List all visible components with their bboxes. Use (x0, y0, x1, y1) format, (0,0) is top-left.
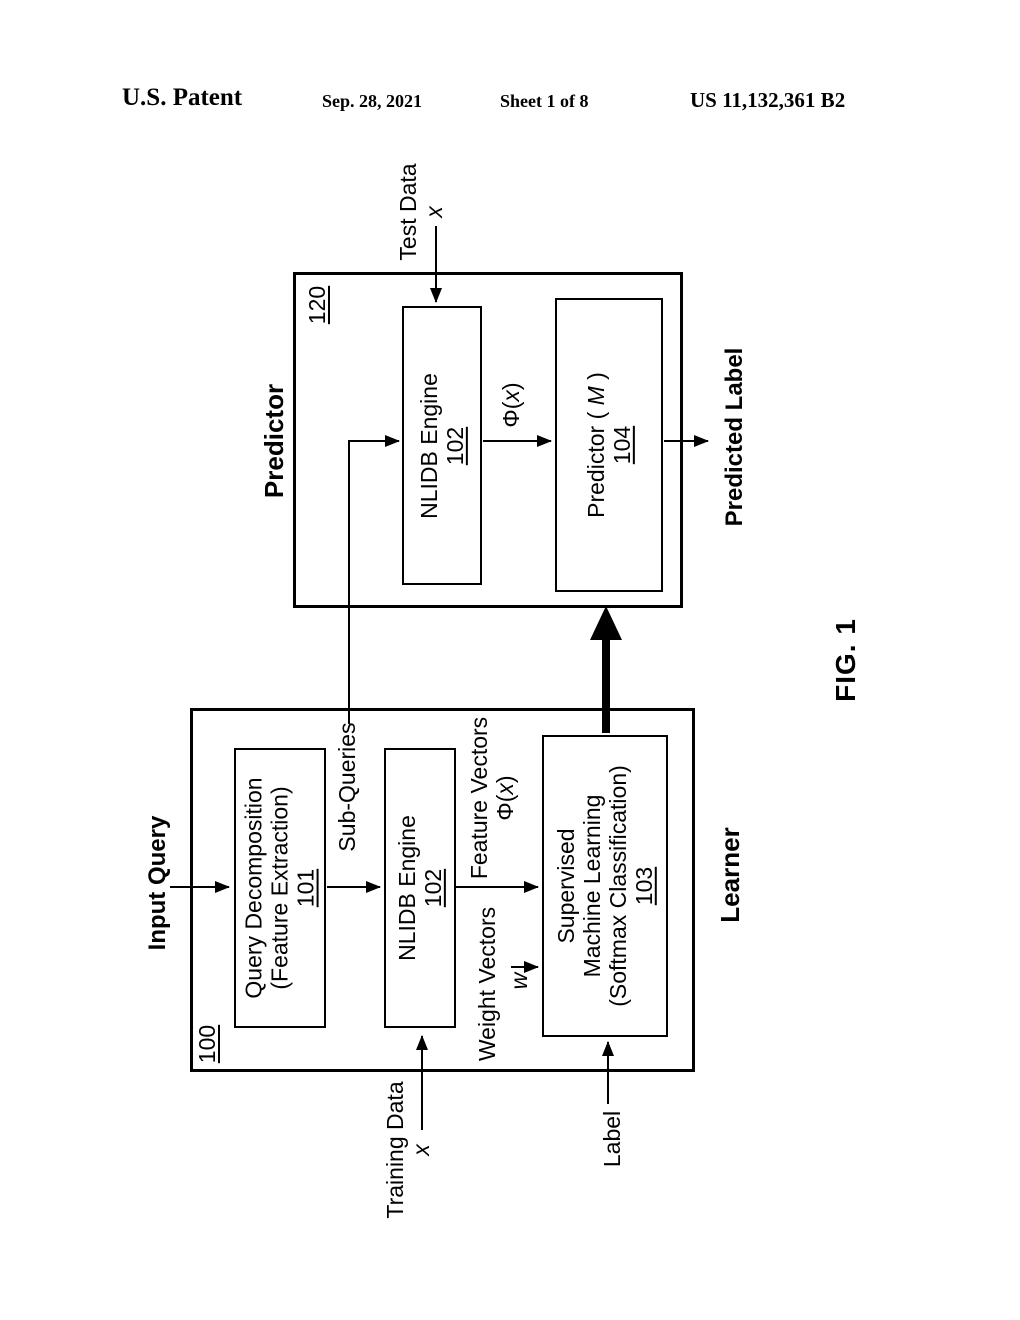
supervised-ml-box: Supervised Machine Learning (Softmax Cla… (542, 735, 668, 1037)
predictor-section-label: Predictor (259, 383, 289, 499)
patent-header-sheet: Sheet 1 of 8 (500, 91, 589, 111)
input-query-label: Input Query (144, 815, 171, 951)
patent-header-title: U.S. Patent (122, 84, 243, 111)
patent-header-number: US 11,132,361 B2 (690, 88, 846, 112)
nlidb-engine-learner-box: NLIDB Engine 102 (384, 748, 456, 1028)
label-input-label: Label (599, 1110, 625, 1168)
fig-caption: FIG. 1 (830, 618, 861, 702)
learner-ref: 100 (194, 1024, 220, 1064)
w-var-label: w (506, 972, 532, 990)
phi-x-label-predictor: Φ(x) (498, 382, 524, 428)
feature-vectors-label: Feature Vectors Φ(x) (466, 716, 518, 880)
predictor-m-box: Predictor ( M ) 104 (555, 298, 663, 592)
predicted-label-text: Predicted Label (721, 347, 748, 527)
learner-section-box (190, 708, 695, 1072)
predictor-ref: 120 (304, 285, 330, 325)
nlidb-engine-predictor-box: NLIDB Engine 102 (402, 306, 482, 585)
test-data-label: Test Data x (395, 163, 447, 261)
training-data-label: Training Data x (382, 1081, 434, 1219)
learner-section-label: Learner (715, 827, 745, 923)
weight-vectors-label: Weight Vectors (474, 906, 500, 1062)
sub-queries-label: Sub-Queries (334, 722, 360, 852)
patent-header-date: Sep. 28, 2021 (322, 91, 423, 111)
query-decomposition-box: Query Decomposition (Feature Extraction)… (234, 748, 326, 1028)
